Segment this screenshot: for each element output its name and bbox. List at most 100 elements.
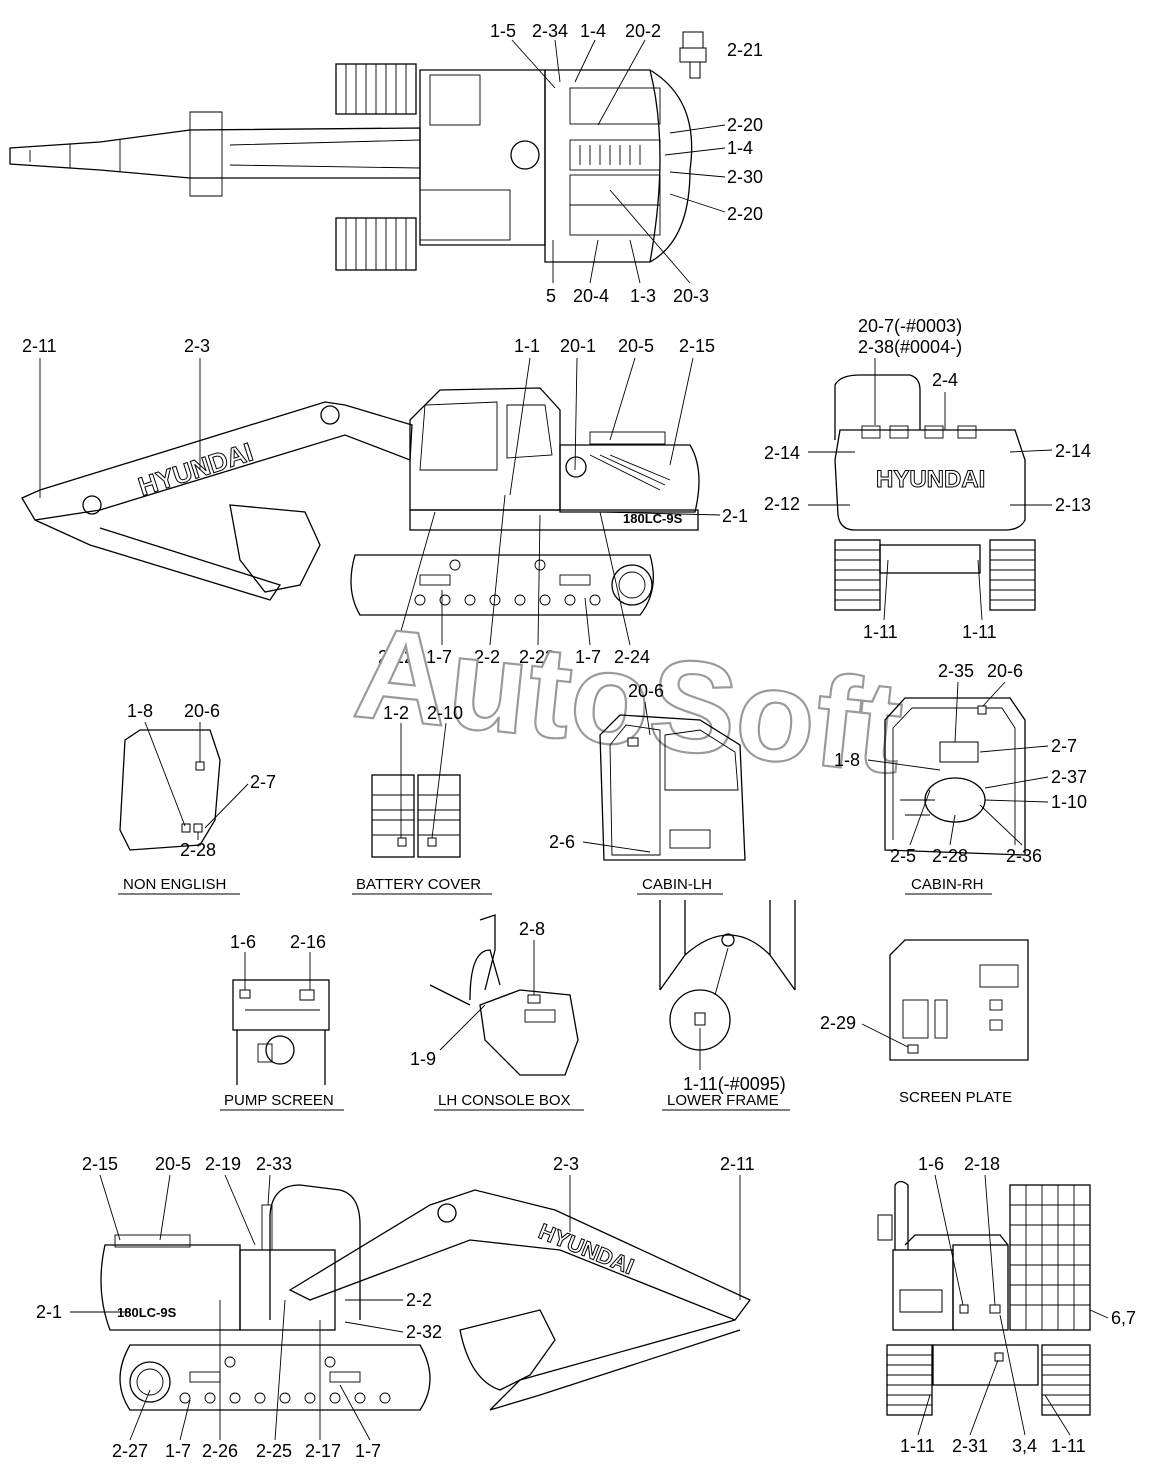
- battery-cover-callouts: 1-2 2-10: [383, 703, 463, 839]
- lower-frame-callouts: 1-11(-#0095): [683, 947, 786, 1094]
- callout-label: 1-6: [918, 1154, 944, 1174]
- callout-label: 20-4: [573, 286, 609, 306]
- callout-label: 20-3: [673, 286, 709, 306]
- callout-label: 2-13: [1055, 495, 1091, 515]
- callout-label: 1-7: [355, 1441, 381, 1461]
- callout-label: 2-20: [727, 204, 763, 224]
- callout-label: 2-2: [406, 1290, 432, 1310]
- lh-side-view-drawing: HYUNDAI 180LC-9S: [21, 387, 700, 616]
- callout-label: 2-20: [727, 115, 763, 135]
- pump-screen-drawing: [232, 979, 330, 1085]
- callout-label: 2-28: [932, 846, 968, 866]
- callout-label: 1-4: [727, 138, 753, 158]
- callout-label: 2-24: [614, 647, 650, 667]
- callout-label: 2-6: [549, 832, 575, 852]
- callout-label: 2-31: [952, 1436, 988, 1456]
- callout-label: 1-7: [165, 1441, 191, 1461]
- caption-battery-cover: BATTERY COVER: [356, 876, 481, 893]
- callout-label: 2-38(#0004-): [858, 337, 962, 357]
- callout-label: 1-10: [1051, 792, 1087, 812]
- callout-label: 2-25: [256, 1441, 292, 1461]
- callout-label: 20-2: [625, 21, 661, 41]
- callout-label: 1-1: [514, 336, 540, 356]
- caption-lh-console-box: LH CONSOLE BOX: [438, 1092, 571, 1109]
- cabin-lh-drawing: [599, 714, 746, 861]
- model-badge: 180LC-9S: [623, 511, 683, 526]
- callout-label: 1-11(-#0095): [683, 1074, 786, 1094]
- pump-screen-callouts: 1-6 2-16: [230, 932, 326, 990]
- caption-screen-plate: SCREEN PLATE: [899, 1089, 1012, 1106]
- front-view-callouts: 1-6 2-18 6,7 1-11 2-31 3,4 1-11: [900, 1154, 1136, 1456]
- callout-label: 2-36: [1006, 846, 1042, 866]
- callout-label: 2-33: [256, 1154, 292, 1174]
- callout-label: 2-2: [474, 647, 500, 667]
- cabin-rh-callouts: 2-35 20-6 2-7 1-8 2-37 1-10 2-5 2-28 2-3…: [834, 661, 1087, 866]
- callout-label: 2-30: [727, 167, 763, 187]
- caption-lower-frame: LOWER FRAME: [667, 1092, 779, 1109]
- callout-label: 1-11: [962, 622, 997, 642]
- brand-lettering: HYUNDAI: [876, 466, 985, 493]
- screen-plate-callouts: 2-29: [820, 1013, 909, 1048]
- callout-label: 2-11: [720, 1154, 755, 1174]
- callout-label: 2-26: [202, 1441, 238, 1461]
- callout-label: 2-34: [532, 21, 568, 41]
- lh-console-box-drawing: [429, 914, 579, 1076]
- callout-label: 2-4: [932, 370, 958, 390]
- callout-label: 1-11: [863, 622, 898, 642]
- callout-label: 1-7: [575, 647, 601, 667]
- callout-label: 2-18: [964, 1154, 1000, 1174]
- callout-label: 2-19: [205, 1154, 241, 1174]
- callout-label: 2-12: [764, 494, 800, 514]
- callout-label: 20-7(-#0003): [858, 316, 962, 336]
- caption-pump-screen: PUMP SCREEN: [224, 1092, 334, 1109]
- front-view-drawing: [877, 1180, 1091, 1416]
- callout-label: 1-2: [383, 703, 409, 723]
- callout-label: 2-16: [290, 932, 326, 952]
- battery-cover-drawing: [371, 774, 461, 858]
- callout-label: 2-15: [82, 1154, 118, 1174]
- callout-label: 5: [546, 286, 556, 306]
- cabin-lh-callouts: 20-6 2-6: [549, 681, 664, 853]
- lower-frame-drawing: [659, 900, 796, 1051]
- callout-label: 2-29: [820, 1013, 856, 1033]
- callout-label: 1-7: [426, 647, 452, 667]
- cabin-rh-drawing: [884, 697, 1026, 856]
- callout-label: 2-23: [519, 647, 555, 667]
- callout-label: 2-22: [378, 647, 414, 667]
- screen-plate-drawing: [889, 939, 1029, 1061]
- callout-label: 2-14: [764, 443, 800, 463]
- top-view-callouts: 1-5 2-34 1-4 20-2 2-21 2-20 1-4 2-30 2-2…: [490, 21, 763, 306]
- callout-label: 2-28: [180, 840, 216, 860]
- caption-cabin-rh: CABIN-RH: [911, 876, 984, 893]
- callout-label: 20-5: [155, 1154, 191, 1174]
- model-badge: 180LC-9S: [117, 1305, 177, 1320]
- callout-label: 2-15: [679, 336, 715, 356]
- callout-label: 2-17: [305, 1441, 341, 1461]
- callout-label: 20-6: [987, 661, 1023, 681]
- callout-label: 2-35: [938, 661, 974, 681]
- callout-label: 1-8: [127, 701, 153, 721]
- callout-label: 20-6: [184, 701, 220, 721]
- rh-side-view-callouts: 2-15 20-5 2-19 2-33 2-3 2-11 2-2 2-1 2-3…: [36, 1154, 755, 1461]
- callout-label: 1-5: [490, 21, 516, 41]
- callout-label: 1-6: [230, 932, 256, 952]
- callout-label: 1-4: [580, 21, 606, 41]
- non-english-callouts: 1-8 20-6 2-7 2-28: [127, 701, 276, 860]
- callout-label: 2-37: [1051, 767, 1087, 787]
- callout-label: 2-21: [727, 40, 763, 60]
- callout-label: 2-8: [519, 919, 545, 939]
- callout-label: 2-14: [1055, 441, 1091, 461]
- callout-label: 6,7: [1111, 1308, 1136, 1328]
- top-view-drawing: [9, 31, 707, 271]
- callout-label: 1-11: [1051, 1436, 1086, 1456]
- callout-label: 2-3: [184, 336, 210, 356]
- rear-view-callouts: 20-7(-#0003) 2-38(#0004-) 2-4 2-14 2-14 …: [764, 316, 1091, 642]
- callout-label: 20-5: [618, 336, 654, 356]
- brand-lettering: HYUNDAI: [135, 437, 257, 502]
- callout-label: 3,4: [1012, 1436, 1037, 1456]
- callout-label: 2-27: [112, 1441, 148, 1461]
- callout-label: 1-11: [900, 1436, 935, 1456]
- callout-label: 20-6: [628, 681, 664, 701]
- lh-side-view-callouts: 2-11 2-3 1-1 20-1 20-5 2-15 2-1 2-22 1-7…: [22, 336, 748, 667]
